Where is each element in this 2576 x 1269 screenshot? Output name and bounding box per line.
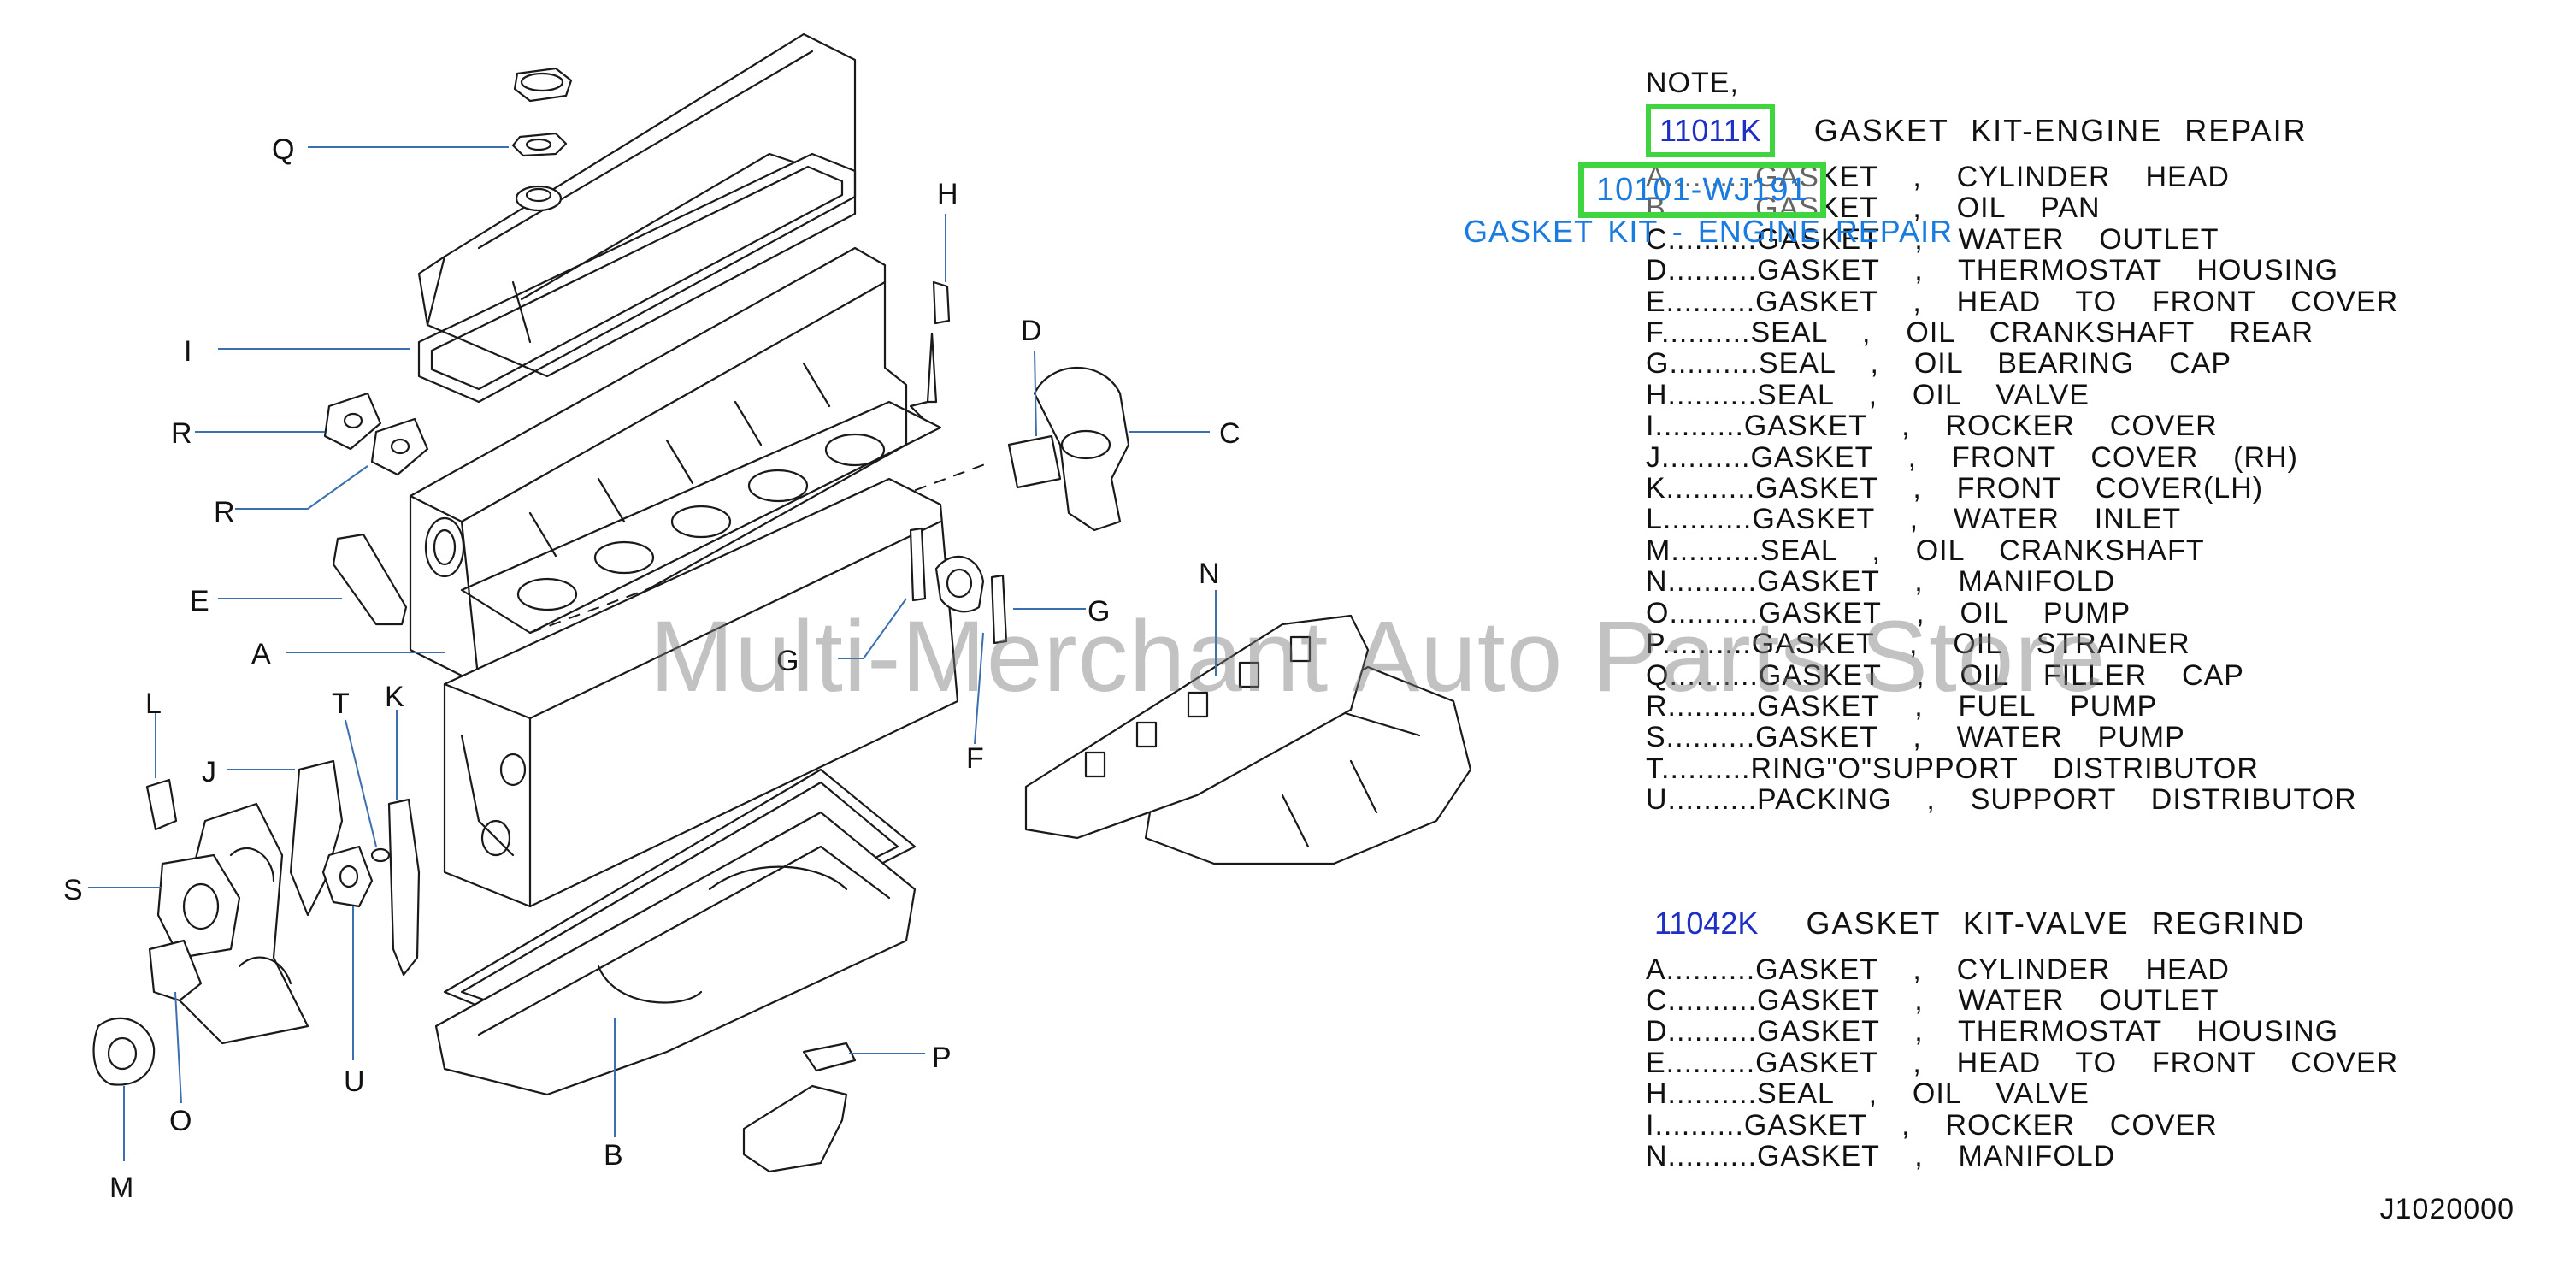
distributor-support[interactable] xyxy=(321,845,374,908)
list-item: I..........GASKET , ROCKER COVER xyxy=(1646,410,2218,443)
oil-pan[interactable] xyxy=(434,811,917,1096)
list-item: D..........GASKET , THERMOSTAT HOUSING xyxy=(1646,254,2339,287)
notes-title: NOTE, xyxy=(1646,67,1739,99)
callout-i: I xyxy=(184,335,192,368)
callout-f: F xyxy=(966,742,984,775)
list-item: F..........SEAL , OIL CRANKSHAFT REAR xyxy=(1646,316,2314,350)
highlighted-part-code-link[interactable]: 10101-WJ191 xyxy=(1578,162,1826,218)
diagram-reference-code: J1020000 xyxy=(2379,1193,2514,1225)
bearing-cap-seal-2[interactable] xyxy=(990,574,1008,645)
kit-valve-regrind-items: A..........GASKET , CYLINDER HEAD C.....… xyxy=(1646,953,2552,1172)
exploded-engine-diagram: Q H I D C R R E N G G A F L T K J S U O … xyxy=(63,32,1471,1204)
manifold-gasket[interactable] xyxy=(1024,614,1370,840)
list-item: H..........SEAL , OIL VALVE xyxy=(1646,1077,2090,1111)
list-item: D..........GASKET , THERMOSTAT HOUSING xyxy=(1646,1015,2339,1048)
callout-s: S xyxy=(63,874,83,906)
kit-engine-repair-name: GASKET KIT-ENGINE REPAIR xyxy=(1813,113,2308,148)
head-gasket[interactable] xyxy=(460,400,993,634)
callout-r-upper: R xyxy=(171,417,192,450)
callout-n: N xyxy=(1199,558,1220,590)
cylinder-block[interactable] xyxy=(443,477,959,908)
store-watermark: Multi-Merchant Auto Parts Store xyxy=(650,600,2107,713)
oil-strainer[interactable] xyxy=(742,1042,857,1173)
list-item: A..........GASKET , CYLINDER HEAD xyxy=(1646,953,2230,986)
callout-t: T xyxy=(332,688,350,720)
callout-e: E xyxy=(190,585,209,617)
list-item: I..........GASKET , ROCKER COVER xyxy=(1646,1108,2218,1142)
water-outlet[interactable] xyxy=(1033,367,1130,532)
callout-h: H xyxy=(937,178,958,210)
crankshaft-front-seal[interactable] xyxy=(92,1017,156,1086)
callout-g-left: G xyxy=(776,645,799,677)
parts-notes-panel: NOTE, 11011K GASKET KIT-ENGINE REPAIR A.… xyxy=(1646,67,2552,1172)
list-item: P..........GASKET , OIL STRAINER xyxy=(1646,628,2190,661)
oil-pump-gasket[interactable] xyxy=(148,939,203,1002)
callout-l: L xyxy=(145,688,162,720)
list-item: E..........GASKET , HEAD TO FRONT COVER xyxy=(1646,285,2399,318)
kit-valve-regrind-name: GASKET KIT-VALVE REGRIND xyxy=(1806,905,2306,941)
callout-o: O xyxy=(169,1105,192,1137)
crankshaft-rear-seal[interactable] xyxy=(934,555,985,613)
fuel-pump-gasket-1[interactable] xyxy=(323,392,382,451)
callout-g-right: G xyxy=(1088,595,1110,628)
list-item: H..........SEAL , OIL VALVE xyxy=(1646,378,2090,411)
callout-a: A xyxy=(251,638,271,670)
callout-u: U xyxy=(344,1065,365,1098)
list-item: K..........GASKET , FRONT COVER(LH) xyxy=(1646,472,2264,505)
callout-m: M xyxy=(109,1172,133,1204)
callout-p: P xyxy=(932,1042,952,1074)
kit-engine-repair: 11011K GASKET KIT-ENGINE REPAIR A.......… xyxy=(1646,104,2552,816)
list-item: C..........GASKET , WATER OUTLET xyxy=(1646,222,2219,256)
kit-valve-regrind-header: 11042K GASKET KIT-VALVE REGRIND xyxy=(1646,898,2552,949)
callout-k: K xyxy=(385,681,404,713)
highlighted-part-name-link[interactable]: GASKET KIT - ENGINE REPAIR xyxy=(1464,214,1954,249)
thermostat-gasket[interactable] xyxy=(1007,434,1062,489)
kit-valve-regrind-code-link[interactable]: 11042K xyxy=(1654,905,1759,941)
list-item: B..........GASKET , OIL PAN xyxy=(1646,192,2101,225)
list-item: O..........GASKET , OIL PUMP xyxy=(1646,596,2131,629)
distributor-o-ring[interactable] xyxy=(370,847,391,863)
callout-r-lower: R xyxy=(214,496,235,528)
list-item: T..........RING"O"SUPPORT DISTRIBUTOR xyxy=(1646,752,2259,785)
list-item: Q..........GASKET , OIL FILLER CAP xyxy=(1646,658,2244,692)
list-item: U..........PACKING , SUPPORT DISTRIBUTOR xyxy=(1646,783,2357,817)
water-pump-gasket[interactable] xyxy=(156,853,241,959)
list-item: N..........GASKET , MANIFOLD xyxy=(1646,1139,2116,1172)
head-to-front-cover-gasket[interactable] xyxy=(332,533,408,626)
list-item: C..........GASKET , WATER OUTLET xyxy=(1646,983,2219,1017)
callout-j: J xyxy=(202,756,216,788)
cylinder-head[interactable] xyxy=(409,246,908,686)
kit-engine-repair-items: A..........GASKET , CYLINDER HEAD B.....… xyxy=(1646,162,2552,816)
water-inlet-gasket[interactable] xyxy=(145,778,178,831)
oil-filler-cap[interactable] xyxy=(513,67,573,103)
kit-engine-repair-header: 11011K GASKET KIT-ENGINE REPAIR xyxy=(1646,104,2552,157)
list-item: J..........GASKET , FRONT COVER (RH) xyxy=(1646,440,2298,474)
front-cover-rh-gasket[interactable] xyxy=(289,759,344,917)
callout-b: B xyxy=(604,1139,623,1172)
callout-d: D xyxy=(1021,315,1042,347)
leader-lines xyxy=(88,146,1217,1161)
filler-cap-gasket[interactable] xyxy=(511,132,568,157)
front-cover-lh-gasket[interactable] xyxy=(387,798,421,977)
list-item: G..........SEAL , OIL BEARING CAP xyxy=(1646,347,2232,381)
rocker-cover-gasket[interactable] xyxy=(417,152,857,404)
valve-stem[interactable] xyxy=(909,280,951,421)
callout-q: Q xyxy=(272,133,294,166)
bearing-cap-seal-1[interactable] xyxy=(909,527,927,602)
list-item: E..........GASKET , HEAD TO FRONT COVER xyxy=(1646,1046,2399,1079)
list-item: M..........SEAL , OIL CRANKSHAFT xyxy=(1646,534,2205,567)
list-item: R..........GASKET , FUEL PUMP xyxy=(1646,689,2158,723)
callout-c: C xyxy=(1219,417,1241,450)
list-item: N..........GASKET , MANIFOLD xyxy=(1646,565,2116,599)
fuel-pump-gasket-2[interactable] xyxy=(370,417,429,476)
list-item: L..........GASKET , WATER INLET xyxy=(1646,503,2182,536)
list-item: S..........GASKET , WATER PUMP xyxy=(1646,721,2185,754)
kit-valve-regrind: 11042K GASKET KIT-VALVE REGRIND A.......… xyxy=(1646,898,2552,1172)
kit-engine-repair-code-link[interactable]: 11011K xyxy=(1646,104,1775,157)
